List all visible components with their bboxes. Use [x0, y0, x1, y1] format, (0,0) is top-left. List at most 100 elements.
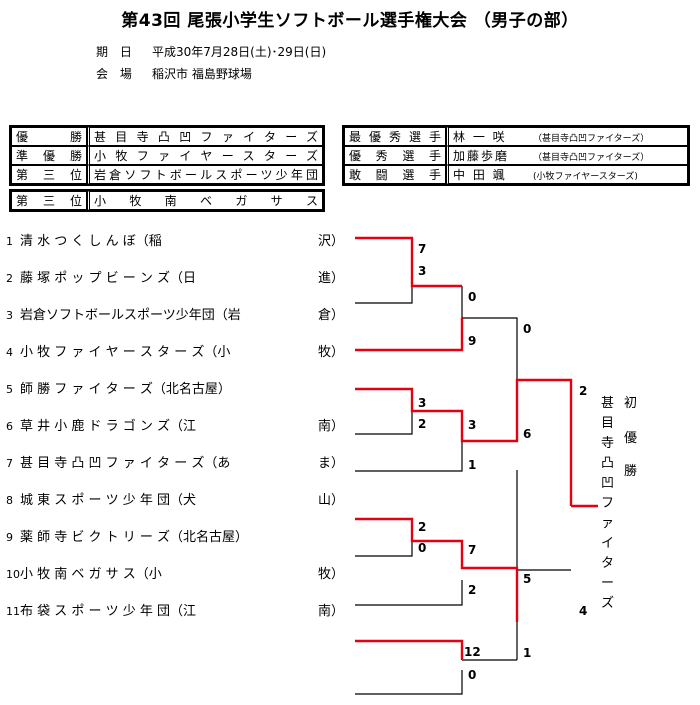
team-number: 9 [6, 531, 13, 544]
score: 0 [468, 290, 477, 304]
score: 0 [418, 541, 427, 555]
team-name: 小 牧 南 ベ ガ サ ス（小 [20, 567, 162, 582]
score: 3 [418, 264, 427, 278]
page-title: 第43回 尾張小学生ソフトボール選手権大会 （男子の部） [121, 11, 579, 31]
player-name: 中 田 颯 [453, 168, 507, 182]
player-team: （甚目寺凸凹ファイターズ） [533, 153, 650, 163]
player-team: （甚目寺凸凹ファイターズ） [533, 134, 650, 144]
player-name: 加藤歩磨 [453, 149, 510, 163]
champion-team-char: 寺 [601, 436, 615, 451]
team-cell: 岩倉ソフトボールスポーツ少年団 [87, 165, 323, 184]
venue-label: 会 場 [96, 67, 136, 81]
score: 3 [418, 396, 427, 410]
score: 5 [523, 572, 532, 586]
team-number: 8 [6, 494, 13, 507]
champion-team-char: ー [601, 576, 615, 591]
team-number: 11 [6, 605, 20, 618]
venue-row: 会 場 稲沢市 福島野球場 [96, 65, 252, 82]
score: 1 [468, 458, 477, 472]
bracket-win-line [355, 517, 519, 610]
team-row: 5 師 勝 フ ァ イ タ ー ズ（北名古屋） [6, 378, 231, 397]
team-number: 3 [6, 309, 13, 322]
champion-team-char: 目 [601, 416, 615, 431]
team-row: 6 草 井 小 鹿 ド ラ ゴ ン ズ（江 [6, 415, 196, 434]
team-name: 小 牧 フ ァ イ ヤ ー ス タ ー ズ（小 [20, 345, 231, 360]
champion-team-char: フ [601, 496, 615, 511]
bracket-line [355, 541, 413, 557]
team-number: 6 [6, 420, 13, 433]
player-name: 林 一 咲 [453, 130, 507, 144]
result-row: 優 勝甚目寺凸凹ファイターズ [11, 127, 323, 146]
champion-label-2: 優 [624, 431, 638, 446]
team-city: 南） [318, 419, 345, 434]
bracket-line [355, 670, 463, 695]
team-name: 岩倉ソフトボールスポーツ少年団（岩 [20, 308, 241, 323]
score: 9 [468, 334, 477, 348]
team-number: 5 [6, 383, 13, 396]
team-name: 布 袋 ス ポ ー ツ 少 年 団（江 [20, 604, 197, 619]
awards-table: 最優秀選手林 一 咲 （甚目寺凸凹ファイターズ） 優秀選手加藤歩磨 （甚目寺凸凹ファ… [342, 125, 690, 186]
team-name: 師 勝 フ ァ イ タ ー ズ（北名古屋） [20, 382, 231, 397]
award-cell: 敢闘選手 [344, 165, 446, 184]
award-row: 敢闘選手中 田 颯 (小牧ファイヤースターズ) [344, 165, 688, 184]
results-table: 優 勝甚目寺凸凹ファイターズ 準優勝小牧ファイヤースターズ 第三位岩倉ソフトボー… [9, 125, 325, 186]
team-number: 10 [6, 568, 20, 581]
team-name: 甚 目 寺 凸 凹 フ ァ イ タ ー ズ（あ [20, 456, 231, 471]
score: 2 [418, 417, 427, 431]
date-value: 平成30年7月28日(土)･29日(日) [152, 45, 327, 59]
team-row: 2 藤 塚 ポ ッ プ ビ ー ン ズ（日 [6, 267, 196, 286]
team-city: 沢） [318, 234, 345, 249]
rank-cell: 第三位 [11, 165, 87, 184]
score: 0 [468, 668, 477, 682]
team-number: 4 [6, 346, 13, 359]
bracket-win-line [355, 236, 462, 288]
rank-cell: 優 勝 [11, 127, 87, 146]
player-cell: 林 一 咲 （甚目寺凸凹ファイターズ） [446, 127, 688, 146]
team-name: 草 井 小 鹿 ド ラ ゴ ン ズ（江 [20, 419, 197, 434]
champion-label-3: 勝 [624, 464, 638, 479]
award-cell: 優秀選手 [344, 146, 446, 165]
score: 1 [523, 646, 532, 660]
player-cell: 加藤歩磨 （甚目寺凸凹ファイターズ） [446, 146, 688, 165]
team-name: 城 東 ス ポ ー ツ 少 年 団（犬 [20, 493, 197, 508]
team-cell: 小牧ファイヤースターズ [87, 146, 323, 165]
team-city: 南） [318, 604, 345, 619]
team-city: 山） [318, 493, 345, 508]
bracket-line [355, 441, 463, 472]
score: 3 [468, 418, 477, 432]
champion-team-char: イ [601, 536, 615, 551]
team-city: 牧） [318, 567, 345, 582]
results-table-extra: 第三位小 牧 南 ベ ガ サ ス [9, 189, 325, 212]
champion-team-char: ズ [601, 596, 615, 611]
player-team: (小牧ファイヤースターズ) [533, 172, 638, 182]
score: 6 [523, 427, 532, 441]
team-name: 藤 塚 ポ ッ プ ビ ー ン ズ（日 [20, 271, 197, 286]
champion-team-char: 凹 [601, 476, 615, 491]
score: 2 [468, 583, 477, 597]
team-row: 9 薬 師 寺 ビ ク ト リ ー ズ（北名古屋） [6, 526, 248, 545]
team-cell: 小 牧 南 ベ ガ サ ス [87, 191, 323, 210]
rank-cell: 第三位 [11, 191, 87, 210]
score: 7 [418, 242, 427, 256]
result-row: 第三位岩倉ソフトボールスポーツ少年団 [11, 165, 323, 184]
team-number: 2 [6, 272, 13, 285]
team-row: 3 岩倉ソフトボールスポーツ少年団（岩 [6, 304, 241, 323]
team-city: ま） [318, 456, 345, 471]
team-name: 薬 師 寺 ビ ク ト リ ー ズ（北名古屋） [20, 530, 249, 545]
team-city: 牧） [318, 345, 345, 360]
champion-team-char: 凸 [601, 456, 615, 471]
champion-team-char: ァ [601, 516, 615, 531]
team-row: 11布 袋 ス ポ ー ツ 少 年 団（江 [6, 600, 196, 619]
score: 7 [468, 543, 477, 557]
score: 2 [579, 384, 588, 398]
award-row: 優秀選手加藤歩磨 （甚目寺凸凹ファイターズ） [344, 146, 688, 165]
date-label: 期 日 [96, 45, 136, 59]
score: 0 [523, 322, 532, 336]
date-row: 期 日 平成30年7月28日(土)･29日(日) [96, 43, 326, 60]
venue-value: 稲沢市 福島野球場 [152, 67, 252, 81]
award-cell: 最優秀選手 [344, 127, 446, 146]
bracket-win-lines [355, 236, 598, 660]
